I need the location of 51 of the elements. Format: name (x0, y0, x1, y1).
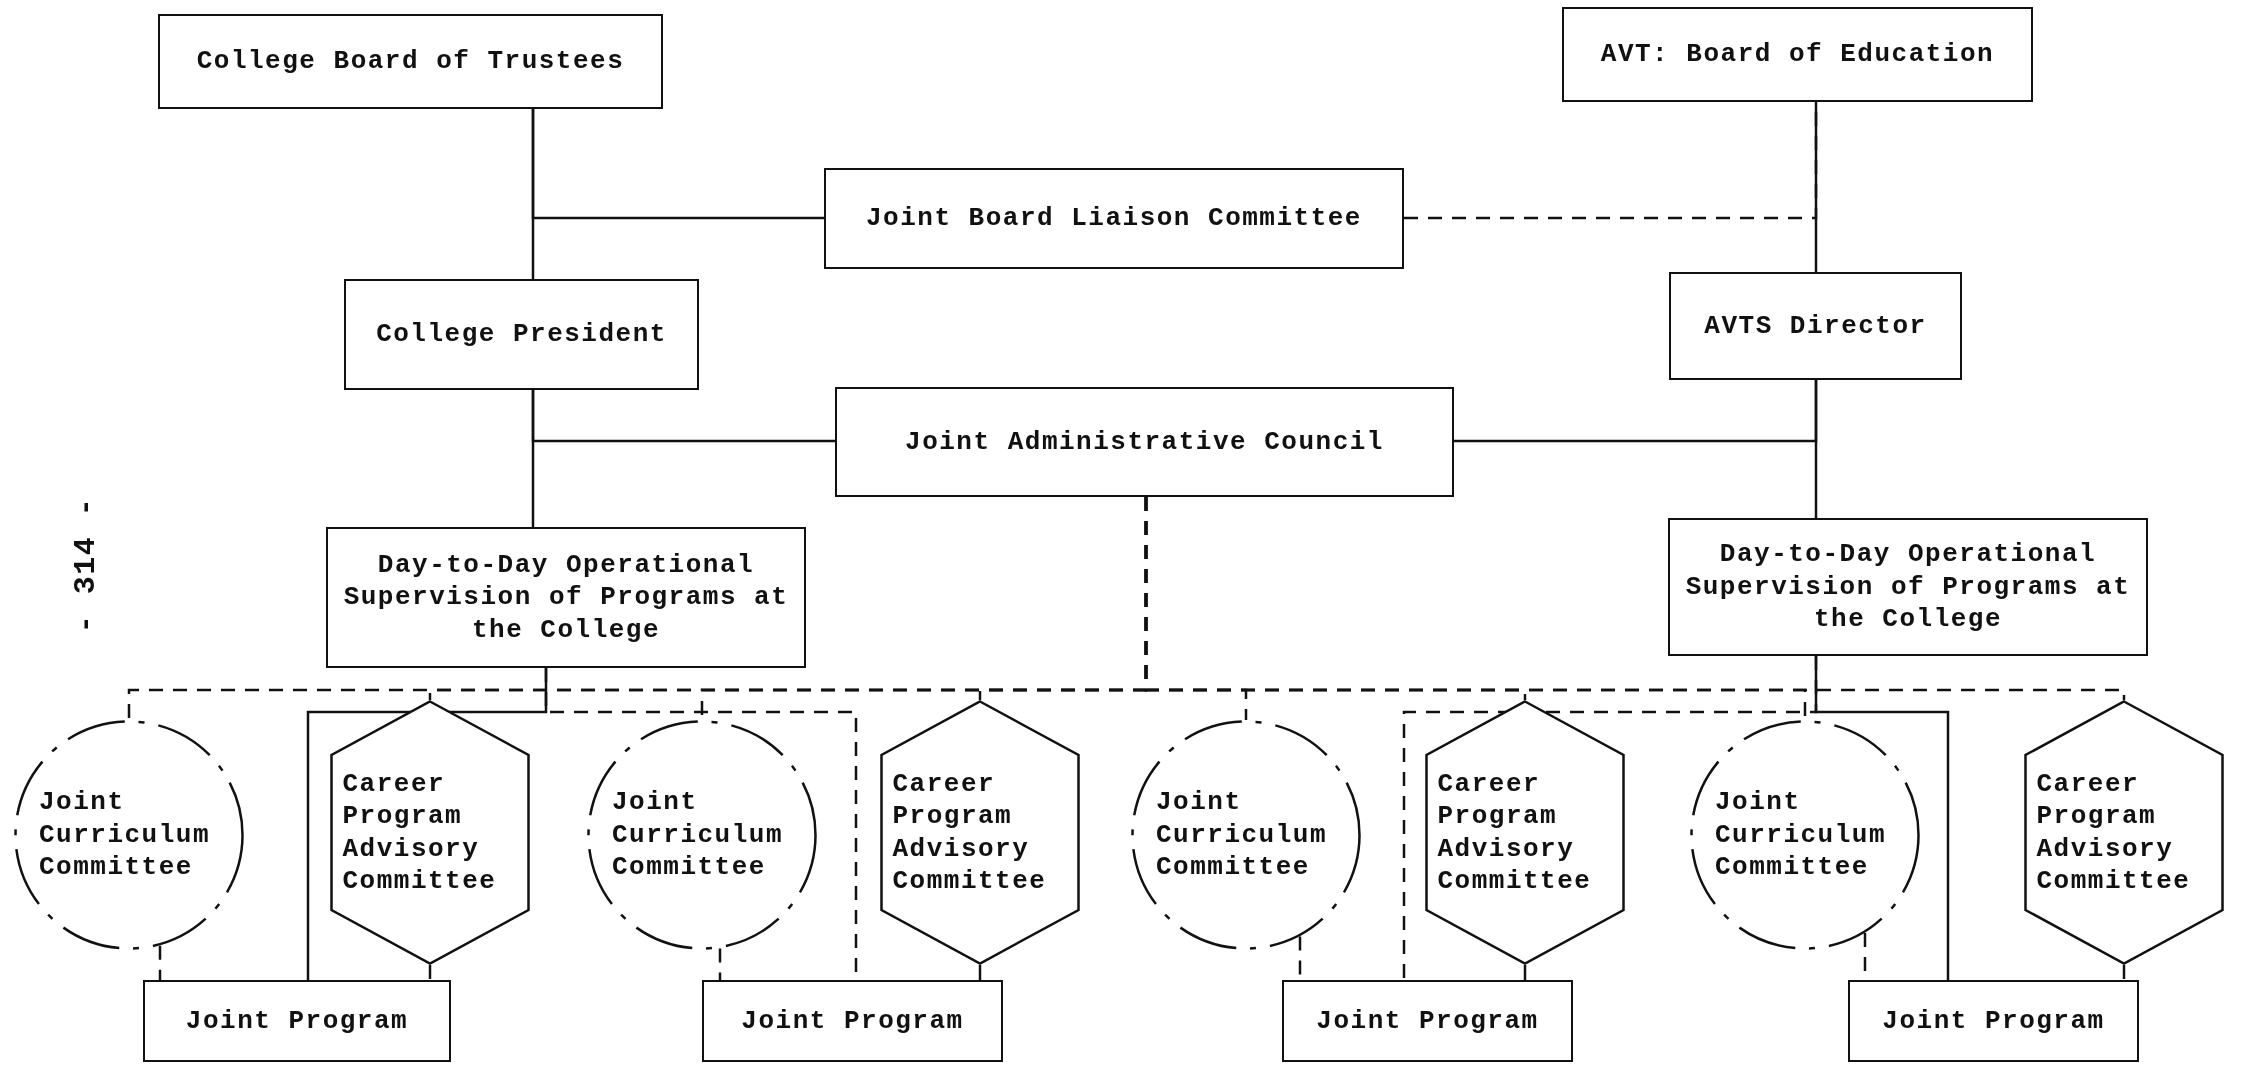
node-label: Career Program Advisory Committee (342, 767, 498, 898)
connector-line (1814, 380, 1818, 518)
connector-line (718, 948, 722, 980)
committee-circle (1131, 720, 1361, 950)
connector-line (531, 390, 535, 527)
org-box (344, 279, 699, 390)
node-label: College President (376, 318, 667, 351)
node-label: Joint Board Liaison Committee (866, 202, 1362, 235)
org-box (1669, 272, 1962, 380)
node-label: Joint Curriculum Committee (1156, 786, 1329, 884)
node-label: Joint Curriculum Committee (612, 786, 785, 884)
node-label: Joint Curriculum Committee (39, 786, 212, 884)
org-box (1848, 980, 2139, 1062)
org-box (824, 168, 1404, 269)
node-label: Career Program Advisory Committee (892, 767, 1048, 898)
committee-circle (587, 720, 817, 950)
org-box (702, 980, 1003, 1062)
node-label: Career Program Advisory Committee (1437, 767, 1593, 898)
org-box (1668, 518, 2148, 656)
connector-line (1814, 102, 1818, 272)
node-label: Joint Program (1316, 1004, 1539, 1038)
committee-circle (1690, 720, 1920, 950)
node-label: College Board of Trustees (196, 45, 625, 78)
connector-line (1814, 656, 1950, 980)
node-label: Day-to-Day Operational Supervision of Programs at the College (1684, 538, 2132, 636)
org-box (143, 980, 451, 1062)
org-box (1282, 980, 1573, 1062)
connector-line (531, 109, 824, 220)
node-label: AVT: Board of Education (1600, 38, 1995, 71)
org-box (158, 14, 663, 109)
committee-hexagon (2024, 700, 2224, 965)
connector-line (158, 945, 162, 980)
node-label: Joint Administrative Council (905, 425, 1384, 459)
org-box (835, 387, 1454, 497)
committee-hexagon (880, 700, 1080, 965)
node-label: Joint Program (185, 1004, 409, 1038)
connector-line (428, 965, 432, 980)
committee-circle (14, 720, 244, 950)
node-label: Day-to-Day Operational Supervision of Programs at the College (342, 548, 790, 647)
node-label: Joint Curriculum Committee (1715, 786, 1888, 884)
node-label: Career Program Advisory Committee (2036, 767, 2192, 898)
node-label: AVTS Director (1704, 309, 1927, 343)
committee-hexagon (330, 700, 530, 965)
page-number: - 314 - (69, 496, 103, 634)
org-box (1562, 7, 2033, 102)
connector-line (1144, 497, 2126, 701)
committee-hexagon (1425, 700, 1625, 965)
node-label: Joint Program (1882, 1004, 2105, 1038)
org-box (326, 527, 806, 668)
connector-line (2122, 965, 2126, 980)
node-label: Joint Program (741, 1004, 964, 1038)
